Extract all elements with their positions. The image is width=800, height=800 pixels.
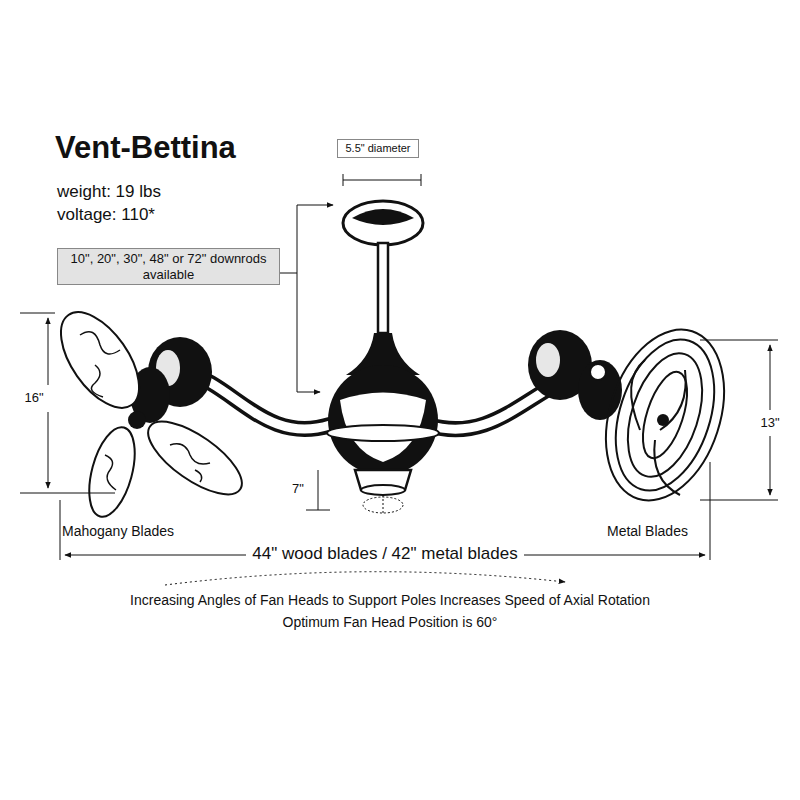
dimension-label: 16" [18,391,49,406]
note-box: 10", 20", 30", 48" or 72" downrods avail… [57,248,280,285]
note-text: Optimum Fan Head Position is 60° [283,614,498,630]
dimension-label: 44" wood blades / 42" metal blades [246,544,523,564]
part-label: Metal Blades [607,523,688,539]
box-text: 5.5" diameter [344,142,412,155]
dimension-box: 5.5" diameter [337,139,419,158]
dimension-label: 13" [754,416,785,431]
spec-text: weight: 19 lbs [57,182,161,202]
dimension-label: 7" [292,482,304,497]
box-text: 10", 20", 30", 48" or 72" downrods avail… [64,251,273,282]
diagram-title: Vent-Bettina [55,130,236,166]
note-text: Increasing Angles of Fan Heads to Suppor… [130,592,650,608]
part-label: Mahogany Blades [62,523,174,539]
spec-text: voltage: 110* [57,205,155,225]
